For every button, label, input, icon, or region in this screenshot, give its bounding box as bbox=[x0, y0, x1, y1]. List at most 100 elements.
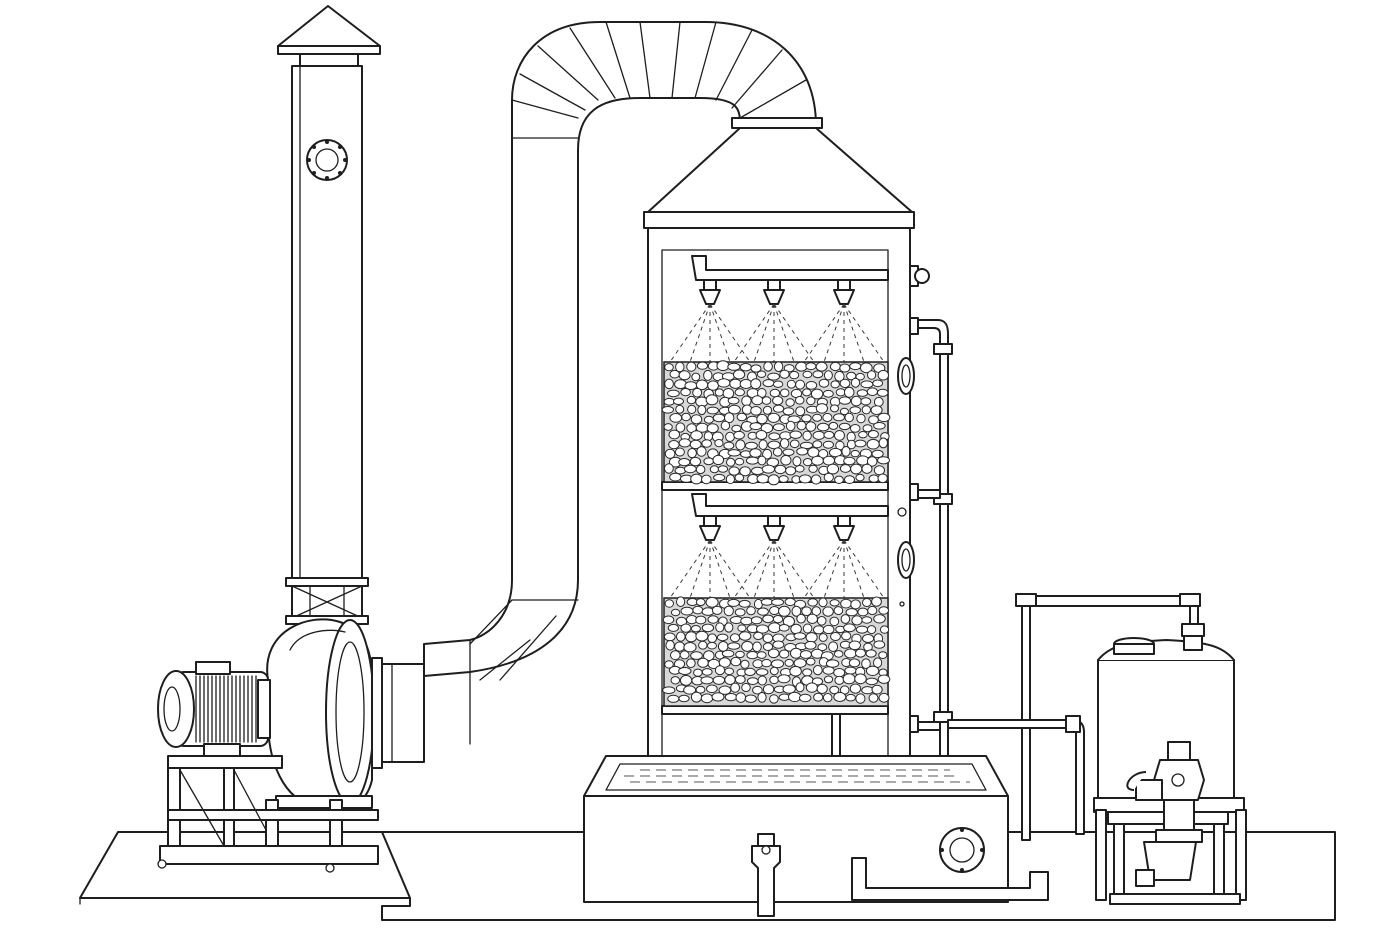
packing-pebble bbox=[679, 650, 690, 660]
packing-pebble bbox=[761, 658, 772, 668]
packing-pebble bbox=[724, 412, 735, 424]
packing-pebble bbox=[703, 369, 713, 381]
packing-pebble bbox=[662, 686, 676, 695]
packing-pebble bbox=[802, 370, 813, 379]
exhaust-stack bbox=[277, 5, 381, 625]
packing-pebble bbox=[706, 406, 719, 415]
packing-pebble bbox=[769, 388, 781, 398]
packing-pebble bbox=[850, 599, 861, 610]
packing-pebble bbox=[878, 437, 888, 449]
packing-pebble bbox=[735, 692, 747, 703]
packing-pebble bbox=[690, 430, 703, 441]
packing-pebble bbox=[675, 422, 686, 433]
packing-pebble bbox=[729, 633, 741, 643]
inlet-duct bbox=[423, 21, 823, 745]
packing-pebble bbox=[818, 449, 829, 459]
packing-pebble bbox=[727, 449, 741, 457]
packing-pebble bbox=[756, 474, 770, 484]
circulation-pump bbox=[1126, 741, 1205, 887]
packing-pebble bbox=[756, 370, 767, 378]
packing-pebble bbox=[866, 387, 879, 397]
packing-pebble bbox=[860, 380, 874, 389]
packing-pebble bbox=[712, 675, 726, 685]
packing-pebble bbox=[762, 405, 773, 415]
packing-pebble bbox=[741, 395, 752, 407]
packing-pebble bbox=[806, 613, 818, 624]
packing-pebble bbox=[816, 616, 827, 626]
packing-pebble bbox=[878, 692, 890, 703]
packing-pebble bbox=[744, 694, 757, 703]
packing-pebble bbox=[779, 649, 790, 659]
packing-pebble bbox=[744, 667, 756, 677]
packing-pebble bbox=[802, 388, 812, 397]
packing-pebble bbox=[725, 474, 736, 485]
packing-pebble bbox=[711, 605, 723, 615]
packing-pebble bbox=[783, 364, 795, 373]
packing-pebble bbox=[788, 691, 802, 703]
packing-pebble bbox=[789, 430, 803, 439]
packing-pebble bbox=[807, 598, 819, 607]
packing-pebble bbox=[731, 424, 742, 433]
packing-pebble bbox=[782, 407, 795, 416]
packing-pebble bbox=[701, 439, 713, 448]
packing-pebble bbox=[818, 633, 828, 642]
packing-pebble bbox=[752, 685, 763, 695]
packing-pebble bbox=[695, 464, 706, 475]
packing-pebble bbox=[730, 656, 742, 667]
packing-pebble bbox=[698, 640, 708, 650]
packing-pebble bbox=[778, 624, 790, 632]
packing-pebble bbox=[715, 622, 725, 633]
packing-pebble bbox=[802, 668, 813, 677]
packing-pebble bbox=[726, 457, 736, 467]
packing-pebble bbox=[790, 647, 802, 659]
packing-pebble bbox=[822, 389, 834, 398]
spray-nozzle-5 bbox=[763, 515, 785, 541]
packing-bed-upper bbox=[661, 360, 891, 486]
stack-cap bbox=[277, 5, 381, 47]
packing-pebble bbox=[835, 388, 846, 397]
packing-pebble bbox=[675, 361, 685, 373]
packing-pebble bbox=[723, 605, 734, 617]
packing-pebble bbox=[772, 447, 783, 457]
packing-pebble bbox=[687, 448, 697, 459]
packing-pebble bbox=[878, 651, 888, 659]
packing-pebble bbox=[818, 597, 828, 608]
packing-pebble bbox=[767, 440, 781, 450]
packing-pebble bbox=[808, 464, 818, 473]
packing-pebble bbox=[718, 685, 732, 695]
packing-pebble bbox=[680, 623, 692, 633]
packing-pebble bbox=[784, 658, 794, 667]
sump-inspection-port bbox=[939, 827, 985, 873]
packing-pebble bbox=[805, 657, 816, 666]
packing-pebble bbox=[793, 658, 807, 668]
packing-pebble bbox=[727, 362, 741, 371]
packing-pebble bbox=[812, 440, 823, 449]
packing-pebble bbox=[669, 413, 683, 423]
packing-pebble bbox=[668, 440, 680, 450]
packing-pebble bbox=[791, 605, 802, 617]
packing-pebble bbox=[755, 430, 768, 440]
packing-pebble bbox=[772, 380, 784, 388]
packing-pebble bbox=[799, 650, 813, 659]
packing-pebble bbox=[877, 473, 888, 484]
process-piping bbox=[947, 593, 1205, 841]
packing-pebble bbox=[763, 361, 773, 372]
packing-pebble bbox=[865, 649, 877, 658]
packing-pebble bbox=[861, 616, 873, 624]
tower-viewport-upper bbox=[897, 357, 915, 395]
packing-pebble bbox=[664, 378, 674, 390]
packing-pebble bbox=[749, 422, 763, 431]
packing-pebble bbox=[707, 641, 717, 650]
packing-pebble bbox=[670, 676, 681, 685]
packing-pebble bbox=[796, 420, 807, 431]
packing-pebble bbox=[801, 606, 812, 617]
packing-pebble bbox=[674, 641, 686, 652]
packing-pebble bbox=[785, 398, 795, 407]
tower-side-fittings bbox=[897, 265, 930, 733]
packing-pebble bbox=[758, 439, 768, 451]
packing-pebble bbox=[679, 674, 693, 686]
packing-pebble bbox=[789, 665, 802, 677]
packing-pebble bbox=[703, 431, 714, 442]
packing-pebble bbox=[851, 615, 863, 626]
packing-pebble bbox=[757, 455, 767, 466]
